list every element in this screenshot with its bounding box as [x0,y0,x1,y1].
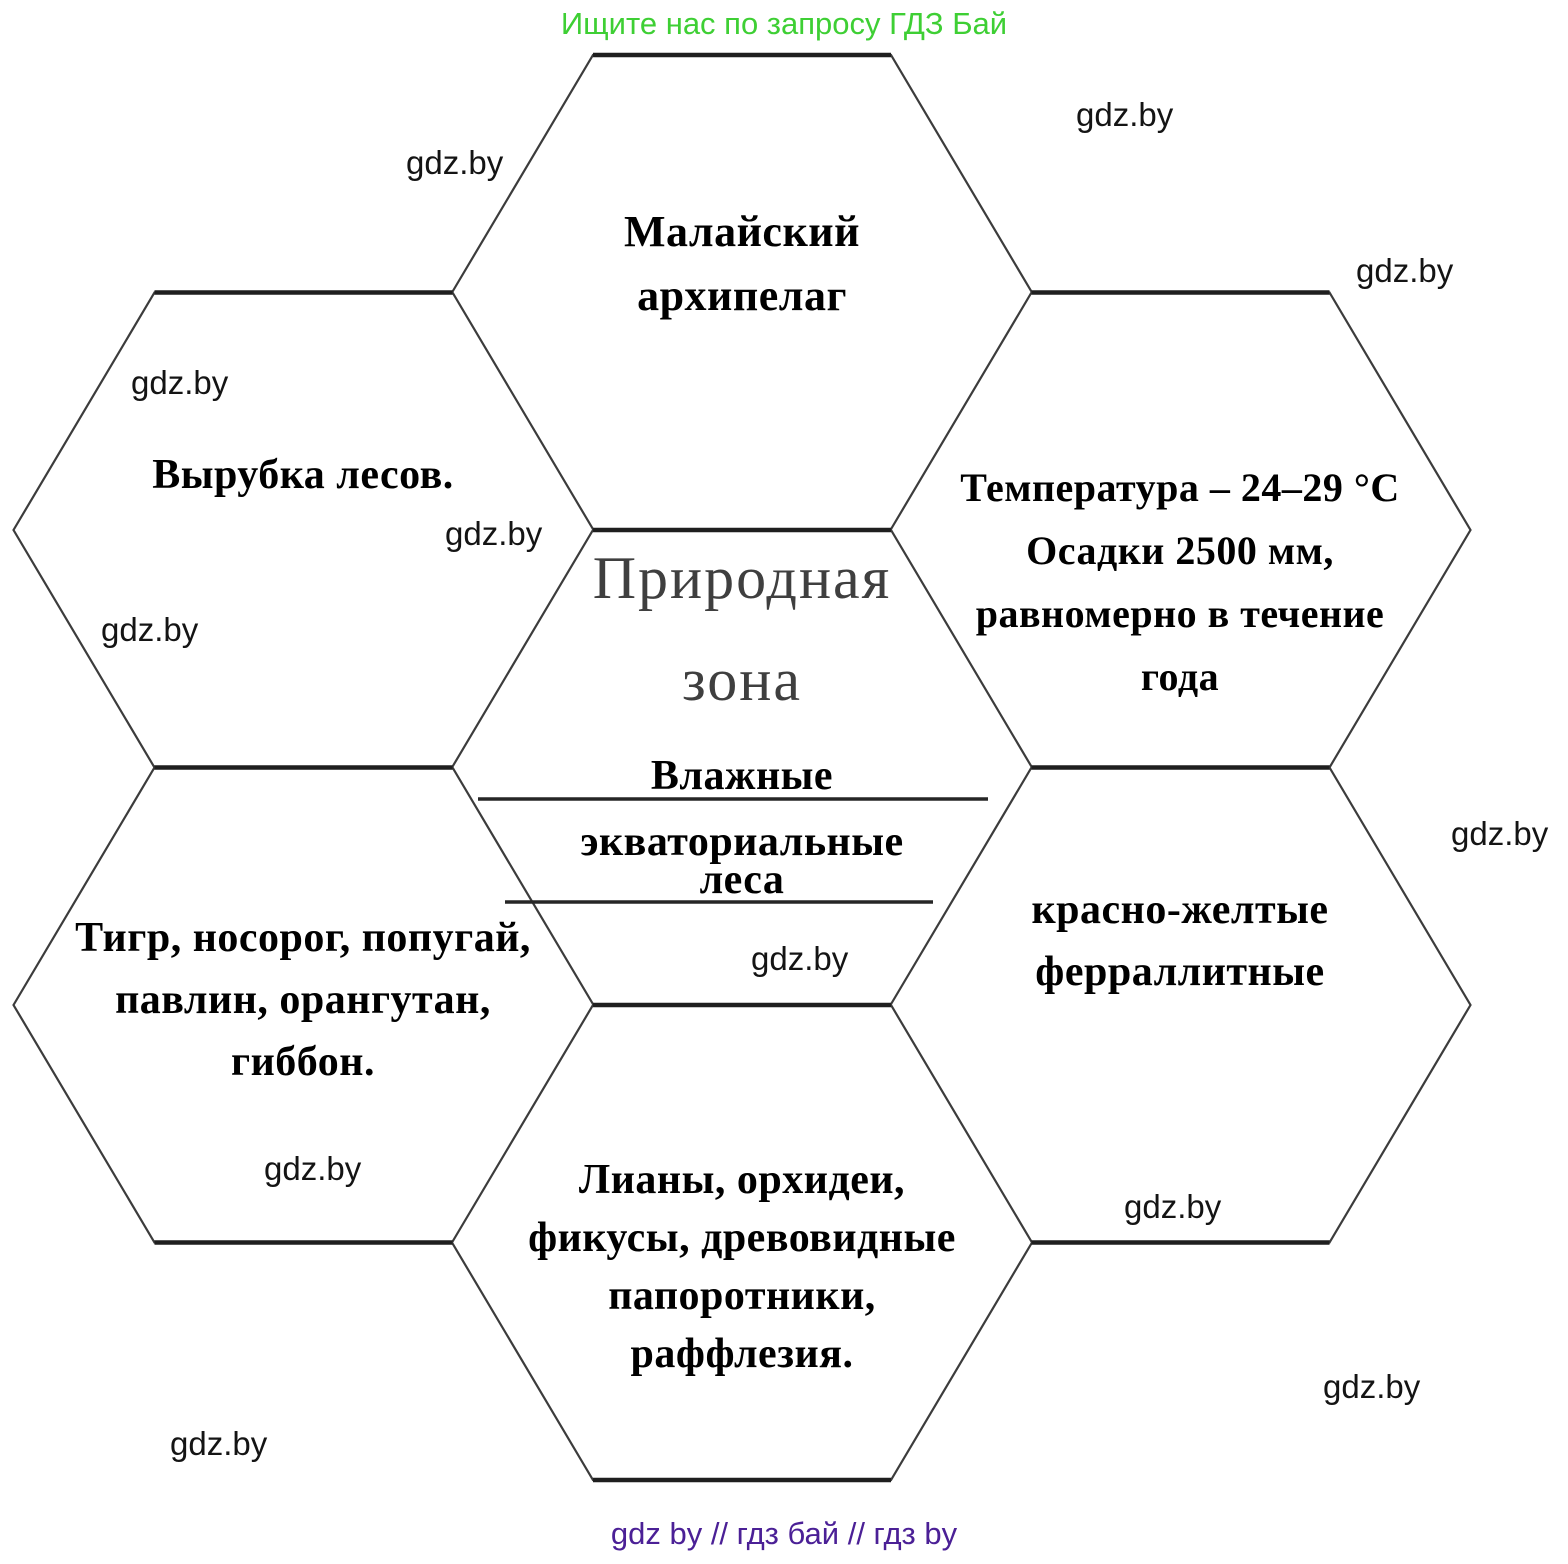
hexagon-top-left-text: Вырубка лесов. [13,450,593,500]
hexagon-top-left-line: Вырубка лесов. [152,452,454,498]
hexagon-top-right-line: Температура – 24–29 °C [960,465,1400,510]
hexagon-center-answer-line: Влажные [650,753,834,799]
hexagon-center-printed-line: зона [681,647,803,713]
gdz-watermark: gdz.by [445,515,543,552]
hexagon-top-right-line: Осадки 2500 мм, [1026,528,1334,573]
gdz-watermark: gdz.by [1124,1188,1222,1225]
gdz-watermark: gdz.by [1451,815,1549,852]
hexagon-bottom-left-line: гиббон. [231,1039,375,1085]
gdz-watermark: gdz.by [1076,96,1174,133]
hexagon-center-answer-line: экваториальные [580,819,904,865]
hexagon-bottom-line: Лианы, орхидеи, [578,1157,906,1203]
hexagon-top-line: архипелаг [637,271,847,320]
hexagon-bottom-line: фикусы, древовидные [528,1215,956,1261]
hexagon-top-right-text: Температура – 24–29 °C Осадки 2500 мм, р… [890,456,1470,708]
hexagon-bottom-line: раффлезия. [630,1331,854,1377]
hexagon-bottom-right-text: красно-желтые ферраллитные [890,879,1470,1003]
hexagon-top-line: Малайский [623,207,861,256]
hexagon-top-right-line: года [1140,654,1220,699]
hexagon-top-text: Малайский архипелаг [452,200,1032,328]
hexagon-center-printed-text: Природная зона [452,527,1032,731]
hexagon-bottom-text: Лианы, орхидеи, фикусы, древовидные папо… [452,1151,1032,1383]
hexagon-top-right-line: равномерно в течение [975,591,1385,636]
gdz-watermark: gdz.by [751,940,849,977]
hexagon-bottom-right-line: красно-желтые [1031,887,1329,933]
gdz-watermark: gdz.by [264,1150,362,1187]
gdz-watermark: gdz.by [170,1425,268,1462]
hexagon-center-answer-line: леса [699,857,785,903]
gdz-watermark: gdz.by [1323,1368,1421,1405]
hexagon-bottom-right-line: ферраллитные [1035,949,1325,995]
gdz-watermark: gdz.by [406,144,504,181]
hexagon-bottom-left-line: Тигр, носорог, попугай, [75,915,531,961]
gdz-watermark: gdz.by [131,364,229,401]
promo-footer: gdz by // гдз бай // гдз by [610,1516,958,1551]
hexagon-bottom-left-text: Тигр, носорог, попугай, павлин, орангута… [13,907,593,1093]
hexagon-center-printed-line: Природная [592,545,892,611]
hexagon-bottom-left-line: павлин, орангутан, [115,977,491,1023]
promo-header: Ищите нас по запросу ГДЗ Бай [560,6,1008,41]
gdz-watermark: gdz.by [1356,252,1454,289]
gdz-watermark: gdz.by [101,611,199,648]
hexagon-bottom-line: папоротники, [608,1273,876,1319]
